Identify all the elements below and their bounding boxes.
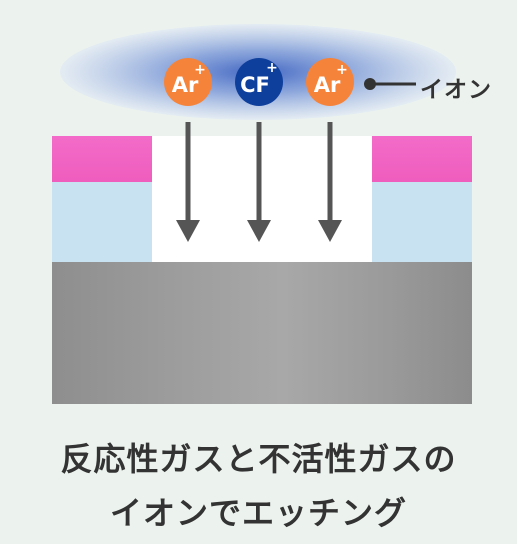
- substrate: [52, 262, 472, 404]
- ion-cf-circle: [235, 58, 283, 106]
- ion-arrow-1: [176, 122, 200, 242]
- ion-cf-charge: +: [266, 60, 278, 76]
- ion-ar-1-charge: +: [194, 62, 206, 78]
- caption-line-1: 反応性ガスと不活性ガスの: [60, 440, 457, 478]
- ion-ar-1: Ar +: [164, 58, 212, 106]
- etched-trench: [152, 136, 372, 262]
- ion-cf-symbol: CF: [240, 73, 270, 97]
- right-mask-layer: [372, 136, 472, 182]
- ion-ar-1-symbol: Ar: [172, 73, 199, 97]
- ion-ar-1-circle: [164, 58, 212, 106]
- ion-ar-2: Ar +: [306, 58, 354, 106]
- caption-line-2: イオンでエッチング: [109, 494, 407, 532]
- ion-ar-2-charge: +: [336, 62, 348, 78]
- etching-illustration: Ar + CF + Ar +: [52, 24, 472, 404]
- ion-label: イオン: [420, 77, 492, 103]
- left-film-layer: [52, 182, 152, 262]
- ion-cf: CF +: [235, 58, 283, 106]
- left-mask-layer: [52, 136, 152, 182]
- ion-arrow-2: [247, 122, 271, 242]
- ion-arrow-3: [318, 122, 342, 242]
- right-film-layer: [372, 182, 472, 262]
- ion-ar-2-symbol: Ar: [314, 73, 341, 97]
- ion-ar-2-circle: [306, 58, 354, 106]
